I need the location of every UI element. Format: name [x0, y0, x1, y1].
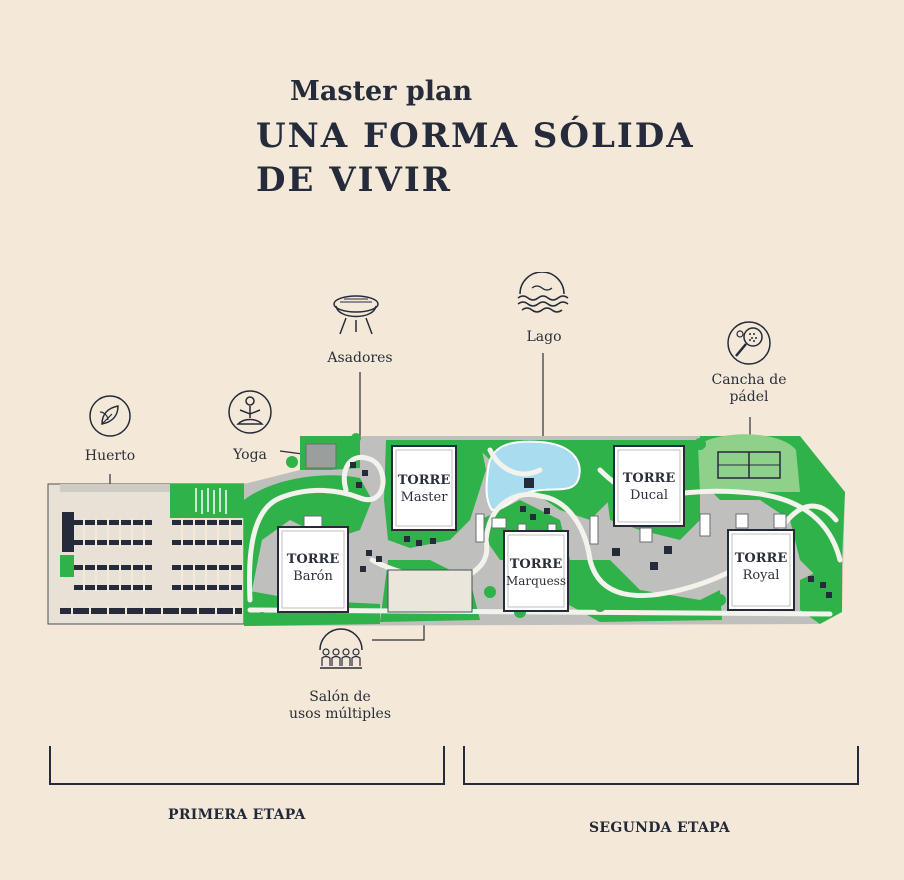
tower-label-master: TORRE Master	[397, 473, 451, 505]
stage-brackets	[49, 746, 859, 785]
title-line-2: DE VIVIR	[256, 160, 453, 200]
yoga-icon	[228, 390, 272, 434]
salon-label: Salón de usos múltiples	[288, 689, 392, 722]
stage-second-label: SEGUNDA ETAPA	[589, 820, 731, 836]
stage-first-label: PRIMERA ETAPA	[168, 807, 306, 823]
tower-label-ducal: TORRE Ducal	[622, 471, 676, 503]
waves-icon	[517, 272, 569, 313]
tower-label-royal: TORRE Royal	[734, 551, 788, 583]
yoga-label: Yoga	[233, 447, 267, 463]
page-title: UNA FORMA SÓLIDA DE VIVIR	[256, 114, 695, 202]
padel-court	[698, 434, 800, 492]
lago-label: Lago	[526, 329, 562, 345]
salon-building	[387, 569, 473, 613]
padel-icon	[727, 321, 771, 365]
tower-label-baron: TORRE Barón	[286, 552, 340, 584]
page-subtitle: Master plan	[290, 76, 473, 107]
tower-boxes	[277, 445, 795, 613]
huerto-label: Huerto	[84, 448, 136, 464]
grill-icon	[333, 295, 379, 335]
asadores-label: Asadores	[327, 350, 393, 366]
people-icon	[319, 628, 363, 669]
title-line-1: UNA FORMA SÓLIDA	[256, 116, 695, 156]
lake	[485, 440, 581, 512]
padel-label: Cancha de pádel	[711, 372, 787, 405]
yoga-deck	[305, 443, 337, 469]
parking-area	[47, 483, 245, 625]
leaf-icon	[89, 395, 131, 437]
huerto-garden	[170, 484, 244, 518]
tower-label-marquess: TORRE Marquess	[505, 557, 566, 588]
